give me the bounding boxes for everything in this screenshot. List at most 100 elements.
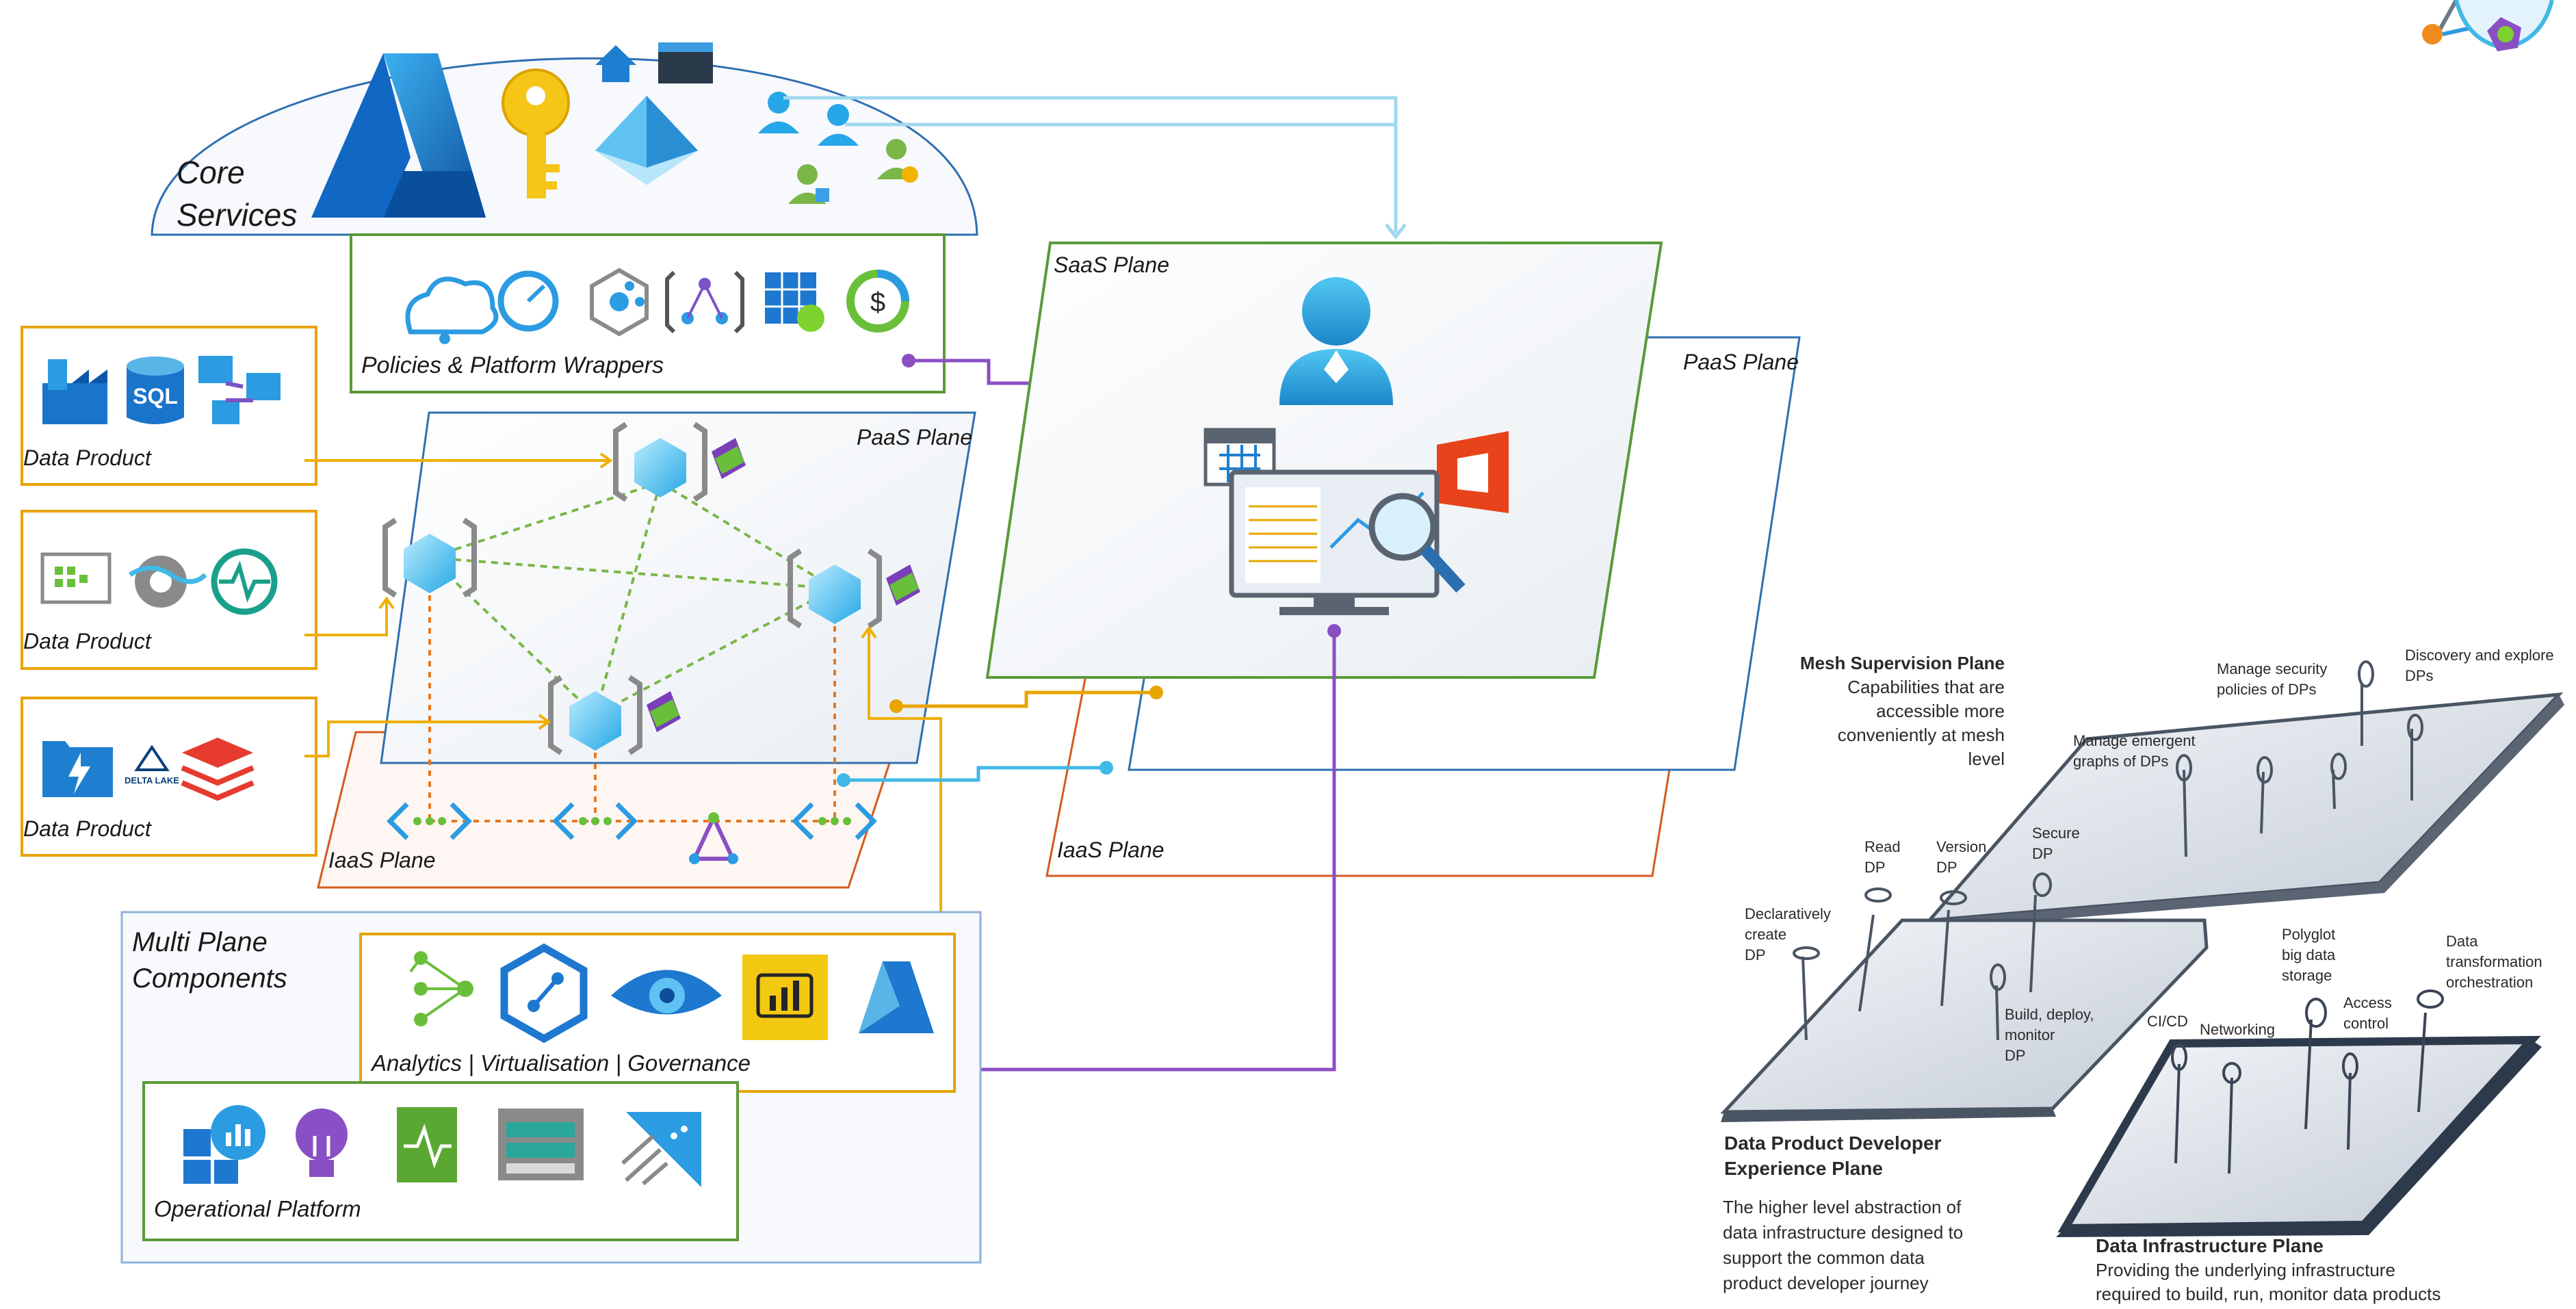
user-icon — [818, 104, 859, 146]
operational-panel: Operational Platform — [142, 1081, 739, 1241]
cap-label: CI/CD — [2147, 1013, 2188, 1030]
sql-database-icon: SQL — [127, 357, 184, 424]
cloud-policy-icon — [405, 276, 499, 344]
mesh-desc-line: accessible more — [1876, 701, 2005, 721]
mesh-desc-line: level — [1968, 749, 2005, 769]
mesh-desc-line: conveniently at mesh — [1838, 725, 2005, 745]
mesh-desc-line: Capabilities that are — [1847, 677, 2005, 697]
svg-text:$: $ — [870, 287, 885, 317]
dev-desc-line: support the common data — [1723, 1247, 1925, 1268]
user-guest-icon — [788, 164, 829, 204]
cap-label: DP — [1745, 946, 1766, 963]
storage-lightning-icon — [42, 741, 113, 797]
purview-eye-icon — [611, 970, 722, 1015]
data-product-label: Data Product — [23, 629, 152, 653]
cap-label: monitor — [2005, 1026, 2055, 1044]
vnet-icon — [792, 802, 877, 840]
delta-lake-icon: DELTA LAKE — [125, 744, 179, 786]
dashboard-gauge-icon — [497, 270, 559, 332]
monitor-dashboard-icon — [183, 1105, 265, 1184]
synapse-icon — [500, 943, 588, 1044]
policies-label: Policies & Platform Wrappers — [361, 352, 664, 378]
cap-label: create — [1745, 926, 1786, 943]
analytics-monitor-icon — [1229, 469, 1466, 615]
data-product-label: Data Product — [23, 816, 152, 841]
cap-label: big data — [2282, 946, 2336, 963]
dev-title-line: Experience Plane — [1724, 1158, 1883, 1179]
stream-analytics-icon — [40, 552, 112, 604]
multi-plane-title-line2: Components — [132, 963, 287, 994]
monitor-pulse-icon — [211, 548, 278, 615]
key-vault-icon — [502, 68, 570, 198]
data-infrastructure-sketch-plane — [2056, 989, 2542, 1237]
home-icon — [595, 45, 636, 82]
dev-title-line: Data Product Developer — [1724, 1132, 1942, 1154]
cap-label: Read — [1864, 838, 1901, 855]
dev-experience-text: Data Product Developer Experience Plane … — [1723, 1132, 1963, 1293]
databricks-icon — [181, 738, 255, 801]
infra-desc-line: Providing the underlying infrastructure — [2096, 1260, 2395, 1280]
network-triangle-icon — [689, 812, 738, 864]
vnet-icon — [552, 802, 638, 840]
mesh-capability-labels: Manage security policies of DPs Discover… — [2073, 647, 2554, 770]
data-product-box-1: Data Product SQL — [21, 326, 317, 486]
left-paas-plane-label: PaaS Plane — [857, 425, 972, 450]
left-paas-plane: PaaS Plane — [380, 411, 976, 764]
cap-label: graphs of DPs — [2073, 753, 2168, 770]
window-icon — [658, 42, 713, 83]
cap-label: control — [2343, 1015, 2389, 1032]
infra-title: Data Infrastructure Plane — [2096, 1235, 2324, 1256]
cap-label: Polyglot — [2282, 926, 2335, 943]
cap-label: storage — [2282, 967, 2332, 984]
analytics-tree-icon — [409, 951, 473, 1026]
dev-desc-line: The higher level abstraction of — [1723, 1197, 1962, 1217]
cap-label: DP — [1864, 859, 1886, 876]
data-factory-icon — [42, 359, 107, 424]
iaas-network-nodes — [387, 802, 877, 864]
hierarchy-icon — [665, 270, 744, 334]
cap-label: DPs — [2405, 667, 2434, 684]
cap-label: Manage emergent — [2073, 732, 2196, 749]
multi-plane-title-line1: Multi Plane — [132, 927, 268, 957]
right-saas-plane: SaaS Plane — [985, 242, 1663, 679]
cap-label: Networking — [2200, 1021, 2275, 1038]
infra-text: Data Infrastructure Plane Providing the … — [2096, 1235, 2441, 1304]
health-log-icon — [397, 1107, 457, 1182]
corner-network-icon — [2422, 0, 2554, 51]
cap-label: orchestration — [2446, 974, 2533, 991]
blueprints-grid-icon — [765, 272, 824, 332]
office-logo-icon — [1437, 431, 1509, 513]
event-hub-gear-icon — [129, 556, 207, 608]
dev-desc-line: product developer journey — [1723, 1273, 1929, 1293]
cap-label: Version — [1936, 838, 1986, 855]
analytics-label: Analytics | Virtualisation | Governance — [370, 1050, 751, 1076]
cap-label: Build, deploy, — [2005, 1006, 2094, 1023]
storage-blade-icon — [498, 1109, 584, 1180]
core-services-title-line2: Services — [177, 197, 297, 233]
event-grid-icon — [590, 268, 649, 337]
analytics-panel: Analytics | Virtualisation | Governance — [359, 933, 956, 1093]
cap-label: Access — [2343, 994, 2392, 1011]
dev-experience-sketch-plane — [1720, 872, 2209, 1122]
saas-user-icon — [1279, 277, 1393, 405]
data-product-box-3: Data Product DELTA LAKE — [21, 697, 317, 857]
right-saas-plane-label: SaaS Plane — [1054, 252, 1169, 277]
core-services-panel: Core Services — [151, 42, 978, 236]
insights-bulb-icon — [296, 1109, 348, 1177]
cap-label: policies of DPs — [2217, 681, 2317, 698]
paas-node-top — [613, 422, 746, 502]
power-bi-icon — [742, 955, 828, 1040]
paas-node-bottom — [548, 675, 681, 755]
paas-node-left — [382, 517, 477, 598]
data-product-box-2: Data Product — [21, 510, 317, 670]
delta-lake-text: DELTA LAKE — [125, 775, 179, 786]
cap-label: Manage security — [2217, 660, 2327, 677]
cap-label: DP — [1936, 859, 1957, 876]
left-iaas-plane-label: IaaS Plane — [328, 848, 436, 872]
infra-capability-labels: CI/CD Networking Polyglot big data stora… — [2147, 926, 2542, 1038]
cap-label: transformation — [2446, 953, 2542, 970]
mesh-supervision-sketch-plane — [1925, 660, 2564, 929]
cap-label: DP — [2032, 845, 2053, 862]
mesh-supervision-text: Mesh Supervision Plane Capabilities that… — [1800, 653, 2005, 769]
